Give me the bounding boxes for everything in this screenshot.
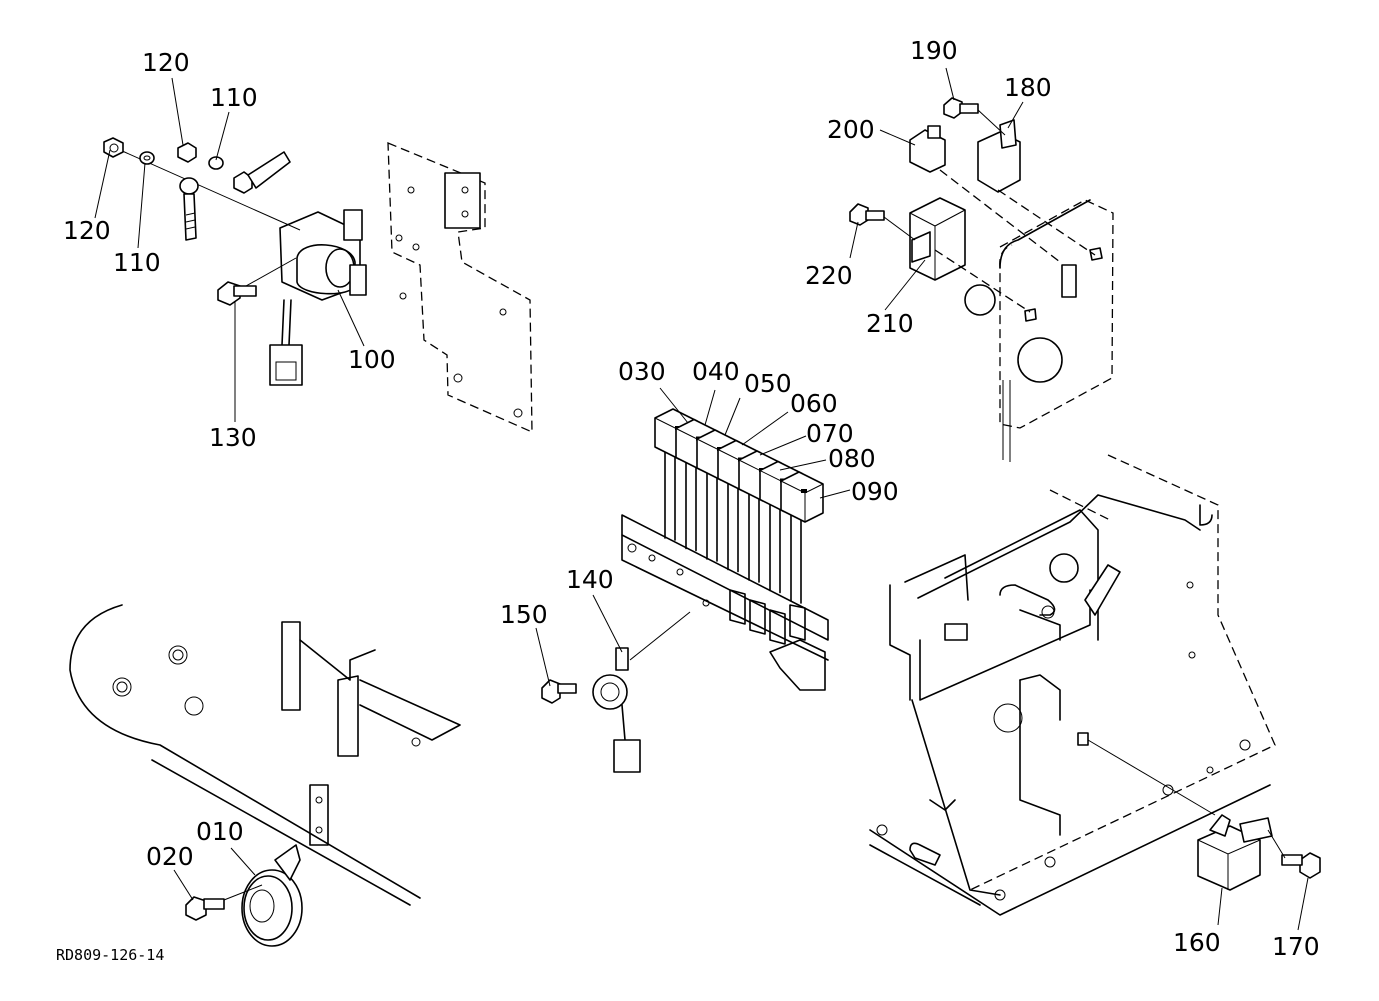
- relay-bank-assembly: [535, 387, 851, 773]
- label-p070: 070: [806, 419, 854, 448]
- label-p040: 040: [692, 357, 740, 386]
- label-p220: 220: [805, 261, 853, 290]
- label-p090: 090: [851, 477, 899, 506]
- label-p110a: 110: [210, 83, 258, 112]
- label-p140: 140: [566, 565, 614, 594]
- label-p080: 080: [828, 444, 876, 473]
- label-p010: 010: [196, 817, 244, 846]
- horn-assembly: [69, 604, 461, 947]
- frame-assembly: [869, 454, 1321, 931]
- label-p050: 050: [744, 369, 792, 398]
- label-p160: 160: [1173, 928, 1221, 957]
- drawing-code: RD809-126-14: [56, 946, 164, 964]
- label-p210: 210: [866, 309, 914, 338]
- label-p120a: 120: [142, 48, 190, 77]
- label-p030: 030: [618, 357, 666, 386]
- relay-bracket-assembly: [849, 67, 1114, 462]
- relay-090: [780, 471, 824, 604]
- label-p200: 200: [827, 115, 875, 144]
- label-p110b: 110: [113, 248, 161, 277]
- label-p170: 170: [1272, 932, 1320, 961]
- label-p100: 100: [348, 345, 396, 374]
- label-p020: 020: [146, 842, 194, 871]
- label-p180: 180: [1004, 73, 1052, 102]
- label-p190: 190: [910, 36, 958, 65]
- label-p120b: 120: [63, 216, 111, 245]
- label-p060: 060: [790, 389, 838, 418]
- label-p150: 150: [500, 600, 548, 629]
- label-p130: 130: [209, 423, 257, 452]
- part-labels: 120 110 120 110 100 130 190 180 200 220 …: [56, 36, 1320, 964]
- starter-relay-assembly: [94, 77, 533, 434]
